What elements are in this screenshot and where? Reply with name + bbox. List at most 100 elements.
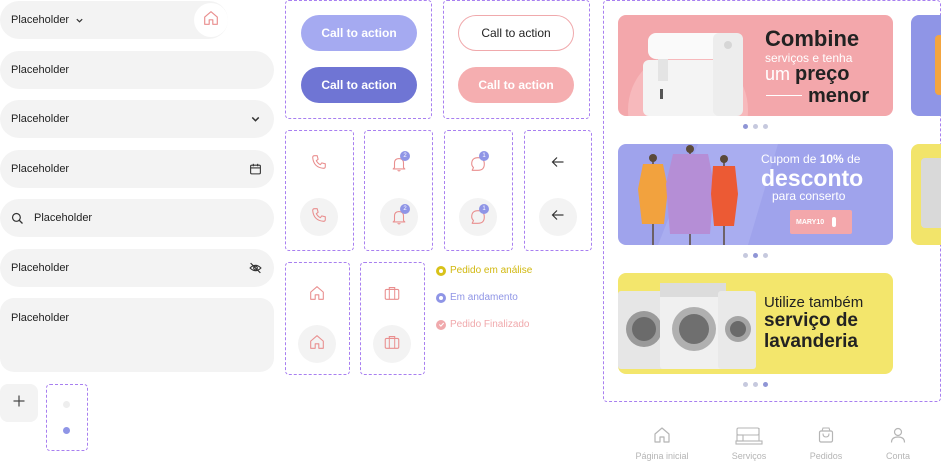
search-input-placeholder: Placeholder — [34, 212, 93, 224]
banner-sewing-um: um — [765, 64, 796, 84]
tag-hole-icon — [832, 217, 837, 227]
nav-home-label: Página inicial — [635, 451, 689, 461]
chat-icon-group — [444, 130, 513, 251]
arrow-left-icon — [550, 207, 566, 228]
search-field[interactable]: Placeholder — [0, 199, 274, 237]
select-field[interactable]: Placeholder — [0, 100, 274, 138]
banner-sewing-subline: serviços e tenha — [765, 51, 853, 65]
bell-icon: 2 — [390, 151, 410, 173]
notifications-button-filled[interactable]: 2 — [380, 198, 418, 236]
eye-off-icon[interactable] — [249, 262, 262, 275]
banner-laundry-line2: serviço de — [764, 310, 858, 331]
dropdown-field[interactable]: Placeholder — [0, 1, 228, 39]
coupon-code-tag: MARY10 — [790, 210, 852, 234]
banner-laundry-line1: Utilize também — [764, 294, 864, 311]
home-button-filled[interactable] — [298, 325, 336, 363]
message-count-badge: 1 — [479, 204, 489, 214]
status-in-progress-label: Em andamento — [450, 292, 518, 303]
password-field[interactable]: Placeholder — [0, 249, 274, 287]
check-circle-icon — [436, 319, 446, 330]
status-in-progress: Em andamento — [436, 292, 518, 303]
banner-laundry-line3: lavanderia — [764, 331, 858, 352]
calendar-icon[interactable] — [249, 163, 262, 176]
password-field-placeholder: Placeholder — [11, 262, 70, 274]
home-icon — [308, 284, 326, 307]
nav-services-label: Serviços — [731, 451, 767, 461]
pagination-dot-active[interactable] — [63, 427, 70, 434]
home-icon-button[interactable] — [194, 3, 228, 37]
home-icon — [308, 333, 326, 356]
banner-next-peek-2[interactable] — [911, 144, 941, 245]
phone-icon-button-plain[interactable] — [300, 145, 338, 183]
pagination-dot-inactive[interactable] — [63, 401, 70, 408]
status-in-progress-icon — [436, 292, 446, 303]
status-finished-label: Pedido Finalizado — [450, 319, 530, 330]
banner-sewing-headline: Combine — [765, 26, 860, 51]
back-icon-group — [524, 130, 592, 251]
home-icon — [652, 425, 672, 451]
nav-account[interactable]: Conta — [863, 425, 933, 461]
banner-coupon-prefix: Cupom de — [761, 152, 820, 166]
status-in-review: Pedido em análise — [436, 265, 532, 276]
banner-sewing-menor: menor — [808, 85, 870, 107]
back-button-plain[interactable] — [539, 145, 577, 183]
back-button-filled[interactable] — [539, 198, 577, 236]
messages-button-plain[interactable]: 1 — [459, 145, 497, 183]
phone-icon-button-filled[interactable] — [300, 198, 338, 236]
status-in-review-label: Pedido em análise — [450, 265, 533, 276]
banner-coupon-promo[interactable]: Cupom de 10% de desconto para conserto M… — [618, 144, 893, 245]
dropdown-field-value: Placeholder — [11, 14, 70, 26]
cta-button-primary-dark[interactable]: Call to action — [301, 67, 417, 103]
notification-count-badge: 2 — [400, 204, 410, 214]
nav-home[interactable]: Página inicial — [627, 425, 697, 461]
cta-button-primary-light[interactable]: Call to action — [301, 15, 417, 51]
primary-buttons-group — [285, 0, 432, 119]
arrow-left-icon — [550, 154, 566, 175]
sewing-machine-icon — [735, 425, 763, 451]
nav-orders[interactable]: Pedidos — [791, 425, 861, 461]
chat-bubble-icon: 1 — [469, 204, 489, 226]
secondary-buttons-group — [443, 0, 590, 119]
add-button[interactable] — [0, 384, 38, 422]
banner-sewing-price-line: um preço — [765, 63, 849, 86]
banner-sewing-divider — [766, 95, 802, 96]
status-finished: Pedido Finalizado — [436, 319, 530, 330]
text-field[interactable]: Placeholder — [0, 51, 274, 89]
banner-3-pagination — [743, 382, 768, 387]
banner-coupon-headline: desconto — [761, 165, 864, 191]
banner-laundry-promo[interactable]: Utilize também serviço de lavanderia — [618, 273, 893, 374]
briefcase-button-plain[interactable] — [373, 276, 411, 314]
textarea-field[interactable]: Placeholder — [0, 298, 274, 372]
briefcase-button-filled[interactable] — [373, 325, 411, 363]
notification-count-badge: 2 — [400, 151, 410, 161]
phone-icon — [310, 206, 328, 229]
nav-services[interactable]: Serviços — [714, 425, 784, 461]
chat-bubble-icon: 1 — [469, 151, 489, 173]
banner-next-peek-1[interactable] — [911, 15, 941, 116]
banner-coupon-suffix: de — [843, 152, 861, 166]
cta-button-outline[interactable]: Call to action — [458, 15, 574, 51]
banner-coupon-line1: Cupom de 10% de — [761, 152, 860, 166]
home-icon — [202, 9, 220, 32]
chevron-down-icon — [249, 113, 262, 126]
notifications-button-plain[interactable]: 2 — [380, 145, 418, 183]
cta-button-secondary[interactable]: Call to action — [458, 67, 574, 103]
select-field-value: Placeholder — [11, 113, 70, 125]
banner-coupon-subline: para conserto — [772, 189, 846, 203]
shopping-bag-icon — [816, 425, 836, 451]
text-field-placeholder: Placeholder — [11, 64, 70, 76]
date-field[interactable]: Placeholder — [0, 150, 274, 188]
briefcase-icon — [383, 284, 401, 307]
banner-coupon-percent: 10% — [819, 152, 844, 166]
banner-1-pagination — [743, 124, 768, 129]
mannequins-illustration — [638, 144, 778, 245]
banner-sewing-promo[interactable]: Combine serviços e tenha um preço menor — [618, 15, 893, 116]
user-icon — [888, 425, 908, 451]
banner-sewing-preco: preço — [795, 63, 850, 85]
messages-button-filled[interactable]: 1 — [459, 198, 497, 236]
date-field-placeholder: Placeholder — [11, 163, 70, 175]
nav-orders-label: Pedidos — [809, 451, 843, 461]
phone-icon — [310, 153, 328, 176]
home-button-plain[interactable] — [298, 276, 336, 314]
search-icon — [11, 212, 24, 225]
